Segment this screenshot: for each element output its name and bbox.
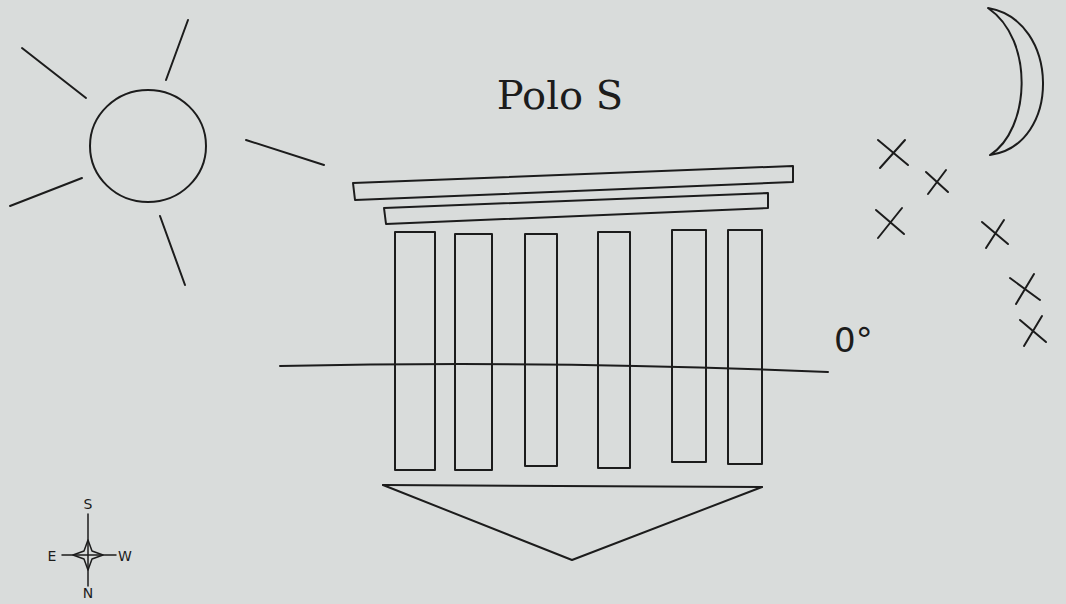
title: Polo S xyxy=(497,75,623,115)
compass-label: N xyxy=(83,586,93,600)
angle-label: 0° xyxy=(834,323,873,357)
temple xyxy=(353,166,793,560)
compass-label: E xyxy=(48,549,57,563)
compass-label: S xyxy=(84,497,93,511)
sun xyxy=(10,20,324,285)
moon xyxy=(988,8,1043,155)
compass-label: W xyxy=(118,549,132,563)
horizon-line xyxy=(280,364,828,372)
stars xyxy=(876,140,1046,346)
compass-rose xyxy=(62,514,116,586)
